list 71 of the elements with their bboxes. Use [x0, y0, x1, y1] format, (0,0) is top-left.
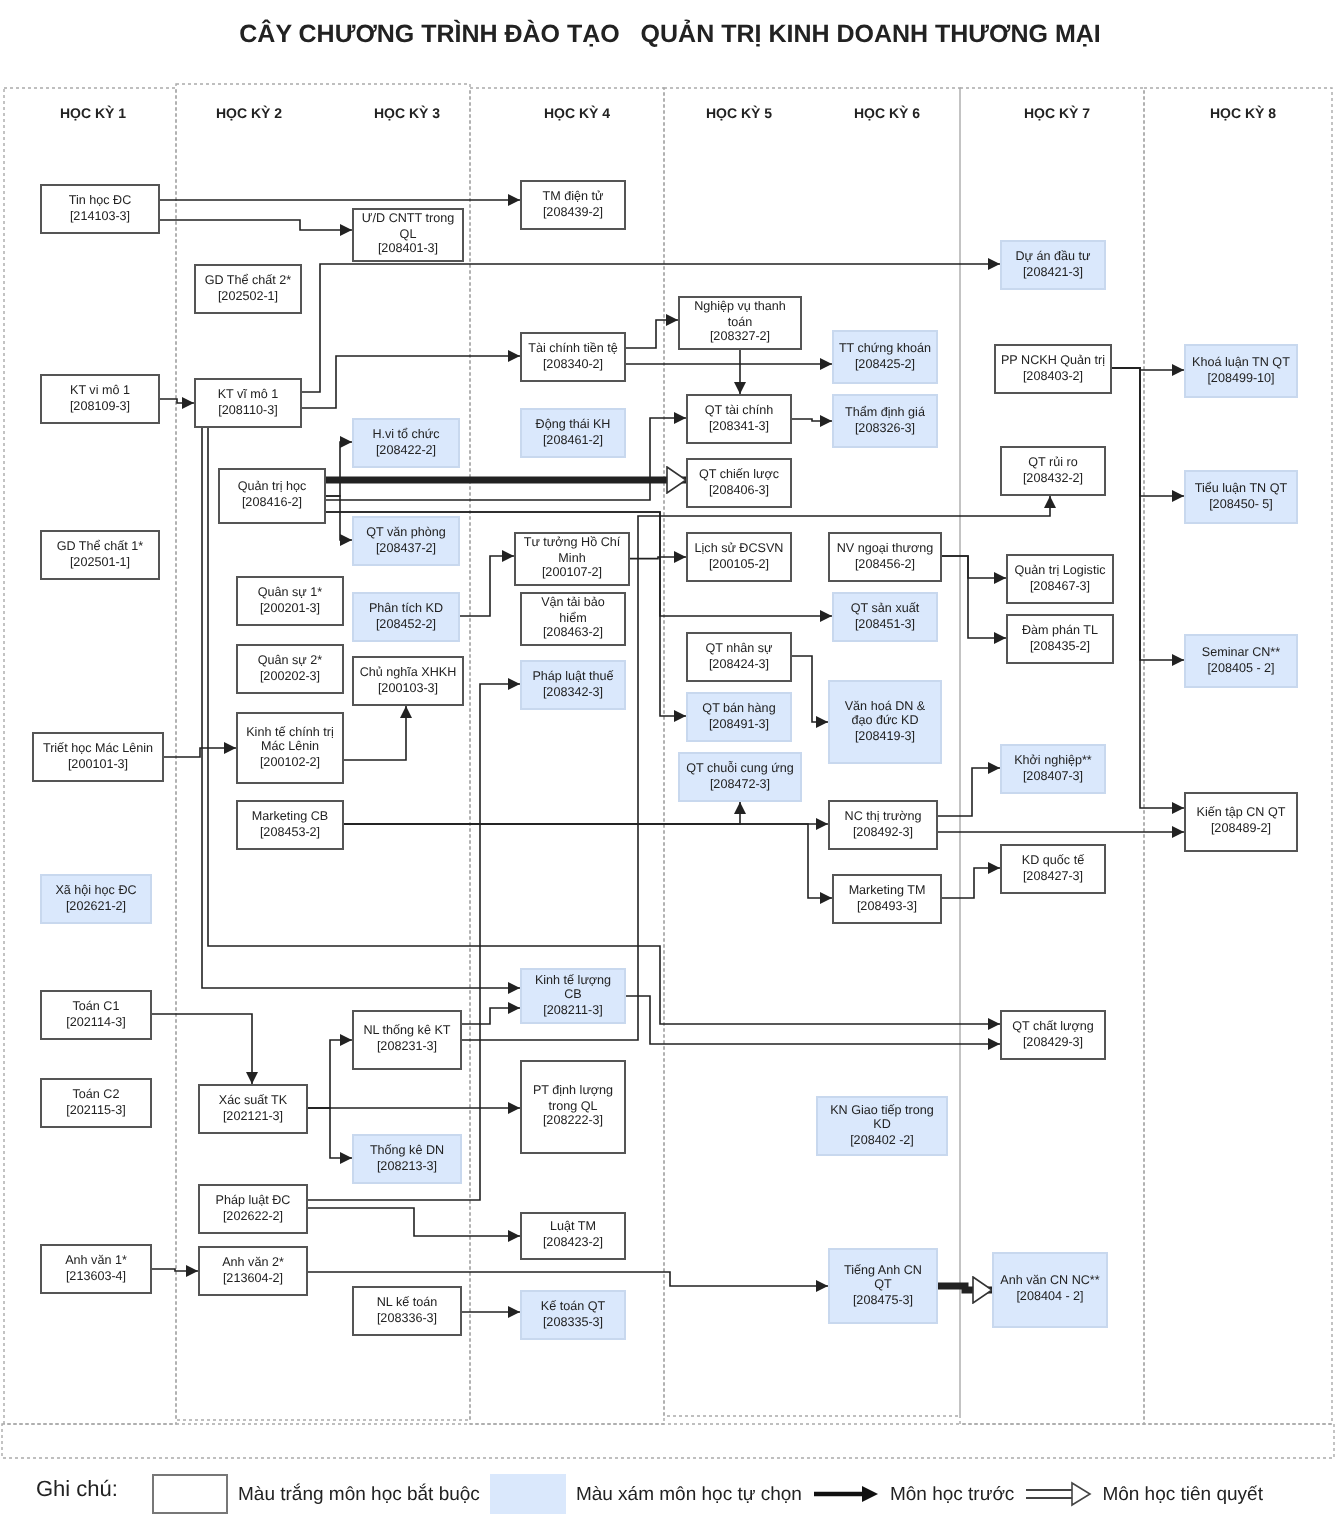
legend-label: Màu xám môn học tự chọn — [575, 1483, 802, 1505]
course-box — [828, 680, 942, 764]
course-box — [236, 800, 344, 850]
course-box — [40, 374, 160, 424]
course-box — [520, 332, 626, 382]
course-box — [1184, 792, 1298, 852]
course-box — [1006, 554, 1114, 604]
course-box — [832, 394, 938, 448]
course-box — [520, 408, 626, 458]
course-box — [218, 468, 326, 524]
course-box — [828, 1248, 938, 1324]
course-box — [832, 874, 942, 924]
course-box — [40, 530, 160, 580]
course-box — [1006, 614, 1114, 664]
course-box — [40, 990, 152, 1040]
course-box — [686, 394, 792, 444]
course-box — [32, 732, 164, 782]
course-box — [40, 874, 152, 924]
course-box — [352, 592, 460, 642]
course-box — [194, 264, 302, 314]
course-box — [816, 1096, 948, 1156]
diagram-title: CÂY CHƯƠNG TRÌNH ĐÀO TẠO QUẢN TRỊ KINH DOANH THƯƠNG MẠI — [237, 20, 1103, 48]
course-box — [1184, 470, 1298, 524]
course-box — [236, 644, 344, 694]
course-box — [1000, 240, 1106, 290]
course-box — [198, 1184, 308, 1234]
course-box — [992, 1252, 1108, 1328]
course-box — [236, 712, 344, 784]
course-box — [40, 184, 160, 234]
course-box — [520, 1212, 626, 1260]
course-box — [1000, 844, 1106, 894]
course-box — [352, 208, 464, 262]
course-box — [198, 1246, 308, 1296]
course-box — [520, 180, 626, 230]
course-box — [352, 1286, 462, 1336]
course-box — [520, 1060, 626, 1154]
course-box — [1184, 344, 1298, 398]
course-box — [352, 418, 460, 468]
course-box — [40, 1244, 152, 1294]
course-box — [686, 458, 792, 508]
course-box — [514, 532, 630, 586]
legend-title: Ghi chú: — [36, 1478, 118, 1502]
course-box — [686, 532, 792, 582]
course-box — [828, 532, 942, 582]
course-box — [352, 1134, 462, 1184]
course-box — [520, 968, 626, 1024]
course-box — [1000, 446, 1106, 496]
course-box — [520, 660, 626, 710]
legend-label: Môn học tiên quyết — [1102, 1483, 1263, 1505]
course-box — [352, 516, 460, 566]
course-box — [686, 632, 792, 682]
course-box — [520, 592, 626, 646]
course-box — [686, 692, 792, 742]
course-box — [352, 656, 464, 706]
course-box — [194, 378, 302, 428]
course-box — [352, 1010, 462, 1070]
course-box — [520, 1290, 626, 1340]
course-box — [1000, 744, 1106, 794]
course-box — [678, 296, 802, 350]
course-box — [236, 576, 344, 626]
course-box — [678, 752, 802, 802]
course-box — [828, 800, 938, 850]
course-box — [1000, 1010, 1106, 1060]
course-box — [994, 344, 1112, 394]
course-box — [40, 1078, 152, 1128]
course-box — [832, 330, 938, 384]
legend-label: Môn học trước — [889, 1483, 1015, 1505]
course-box — [1184, 634, 1298, 688]
legend-label: Màu trắng môn học bắt buộc — [238, 1483, 480, 1505]
course-box — [198, 1084, 308, 1134]
course-box — [832, 592, 938, 642]
